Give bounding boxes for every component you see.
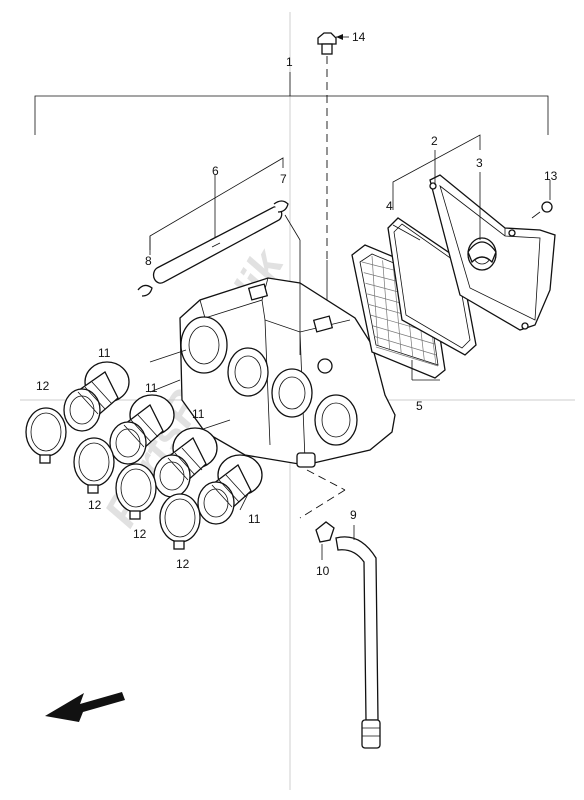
callout-13: 13 [544,169,558,183]
vent-tube-part [137,157,289,297]
intake-boot-11c [153,427,218,498]
callout-11-d: 11 [248,512,261,526]
callout-11-b: 11 [145,381,158,395]
cleaner-cap [429,174,556,331]
intake-boot-11b [109,394,175,465]
callout-14: 14 [352,30,366,44]
callout-12-d: 12 [176,557,190,571]
drain-hose-part [335,525,381,749]
callout-12-a: 12 [36,379,50,393]
callout-6: 6 [212,164,219,178]
callout-12-c: 12 [133,527,147,541]
callout-10: 10 [316,564,330,578]
clamp-12c [115,463,157,520]
clamp-12d [159,493,201,550]
callout-5: 5 [416,399,423,413]
intake-boot-11a [63,361,130,432]
callout-labels: 1 2 3 4 5 6 7 8 9 10 11 11 11 11 12 12 1… [36,30,558,578]
clamp-12b [73,437,115,494]
intake-boot-11d [197,454,263,525]
callout-12-b: 12 [88,498,102,512]
callout-3: 3 [476,156,483,170]
cleaner-seal [387,217,477,356]
callout-11-a: 11 [98,346,111,360]
callout-7: 7 [280,172,287,186]
callout-1: 1 [286,55,293,69]
leader-lines [149,134,481,511]
callout-4: 4 [386,199,393,213]
callout-11-c: 11 [192,407,205,421]
callout-2: 2 [431,134,438,148]
assembly-bracket [34,72,549,135]
callout-8: 8 [145,254,152,268]
callout-9: 9 [350,508,357,522]
clamp-12a [25,407,67,464]
front-direction-arrow-icon [45,692,125,722]
screw-part [531,180,553,219]
air-cleaner-case [179,277,396,519]
hose-clip-part [315,521,335,560]
